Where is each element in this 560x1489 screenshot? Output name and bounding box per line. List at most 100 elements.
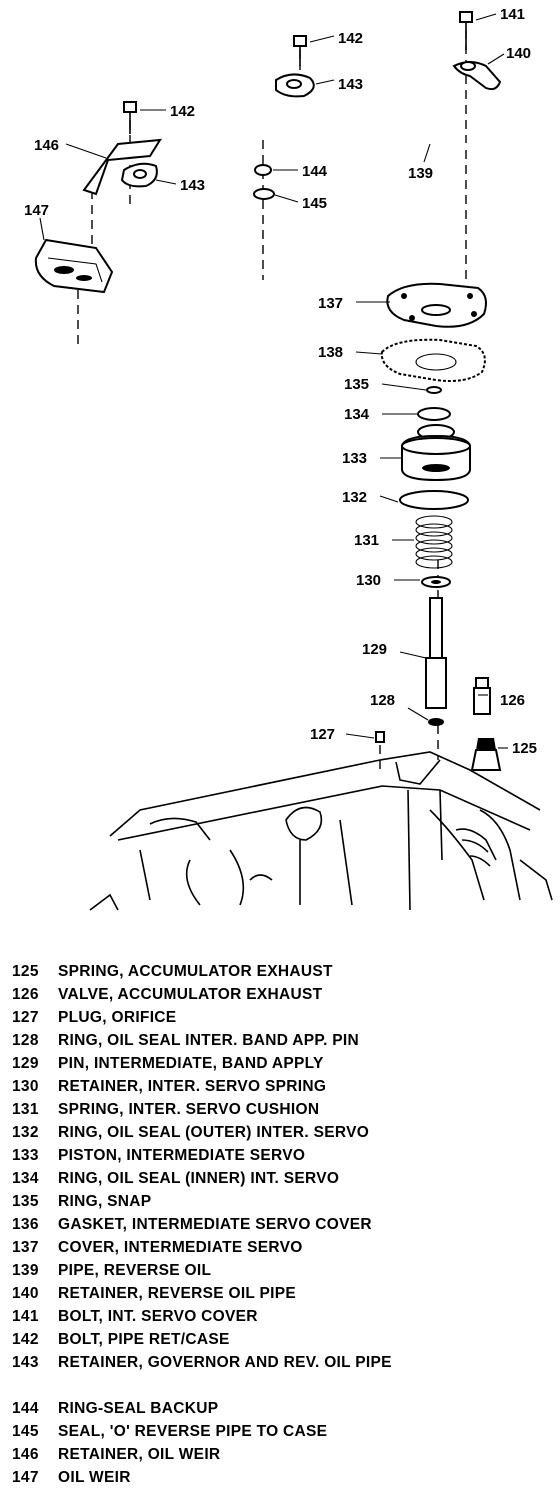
legend-item: 129 PIN, INTERMEDIATE, BAND APPLY	[12, 1052, 552, 1075]
callout-134: 134	[344, 406, 370, 423]
legend-num: 134	[12, 1170, 39, 1187]
legend-num: 141	[12, 1308, 39, 1325]
callout-139: 139	[408, 165, 433, 182]
cover-137	[356, 282, 487, 328]
legend-item: 134 RING, OIL SEAL (INNER) INT. SERVO	[12, 1167, 552, 1190]
legend-item: 141 BOLT, INT. SERVO COVER	[12, 1305, 552, 1328]
spring-125	[470, 738, 508, 771]
callout-143: 143	[338, 76, 363, 93]
transmission-case	[89, 751, 553, 911]
legend-item: 142 BOLT, PIPE RET/CASE	[12, 1328, 552, 1351]
legend-num: 127	[12, 1009, 39, 1026]
legend-desc: RING, OIL SEAL INTER. BAND APP. PIN	[58, 1032, 360, 1049]
snap-ring-135	[381, 383, 442, 394]
legend-num: 132	[12, 1124, 39, 1141]
legend-desc: RING, OIL SEAL (OUTER) INTER. SERVO	[58, 1124, 370, 1141]
legend-num: 142	[12, 1331, 39, 1348]
legend-desc: GASKET, INTERMEDIATE SERVO COVER	[58, 1216, 372, 1233]
legend-desc: PIPE, REVERSE OIL	[58, 1262, 212, 1279]
callout-133: 133	[342, 450, 367, 467]
legend-desc: RETAINER, INTER. SERVO SPRING	[58, 1078, 327, 1095]
legend-desc: SPRING, ACCUMULATOR EXHAUST	[58, 963, 333, 980]
seal-145	[253, 188, 299, 203]
retainer-143-left	[120, 162, 177, 188]
legend-num: 125	[12, 963, 39, 980]
callout-130: 130	[356, 572, 381, 589]
legend-num: 136	[12, 1216, 39, 1233]
legend-item: 137 COVER, INTERMEDIATE SERVO	[12, 1236, 552, 1259]
legend-desc: RING-SEAL BACKUP	[58, 1400, 219, 1417]
callout-141: 141	[500, 6, 525, 23]
legend-desc: RETAINER, REVERSE OIL PIPE	[58, 1285, 297, 1302]
legend-num: 147	[12, 1469, 39, 1486]
callout-146: 146	[34, 137, 59, 154]
legend-desc: OIL WEIR	[58, 1469, 131, 1486]
legend-desc: BOLT, INT. SERVO COVER	[58, 1308, 258, 1325]
legend-num: 135	[12, 1193, 39, 1210]
retainer-130	[394, 576, 451, 588]
callout-137: 137	[318, 295, 343, 312]
legend-desc: RING, OIL SEAL (INNER) INT. SERVO	[58, 1170, 340, 1187]
callout-147: 147	[24, 202, 49, 219]
legend-desc: RETAINER, OIL WEIR	[58, 1446, 221, 1463]
legend-item: 146 RETAINER, OIL WEIR	[12, 1443, 552, 1466]
legend-num: 133	[12, 1147, 39, 1164]
legend-num: 128	[12, 1032, 39, 1049]
legend-desc: BOLT, PIPE RET/CASE	[58, 1331, 230, 1348]
legend-desc: COVER, INTERMEDIATE SERVO	[58, 1239, 303, 1256]
callout-127: 127	[310, 726, 335, 743]
spring-131	[392, 515, 453, 569]
callout-132: 132	[342, 489, 367, 506]
callout-labels: 141 142 140 143 142 146 143 144 139 145 …	[24, 6, 537, 757]
valve-126	[473, 677, 491, 715]
plug-127	[345, 731, 385, 743]
ring-134	[382, 407, 451, 421]
legend-desc: RING, SNAP	[58, 1193, 152, 1210]
bolt-142-top	[293, 35, 335, 66]
callout-125: 125	[512, 740, 537, 757]
legend-item: 133 PISTON, INTERMEDIATE SERVO	[12, 1144, 552, 1167]
pipe-139	[260, 115, 508, 166]
legend-item: 130 RETAINER, INTER. SERVO SPRING	[12, 1075, 552, 1098]
callout-128: 128	[370, 692, 395, 709]
legend-desc: PISTON, INTERMEDIATE SERVO	[58, 1147, 306, 1164]
legend-num: 143	[12, 1354, 39, 1371]
legend-desc: SEAL, 'O' REVERSE PIPE TO CASE	[58, 1423, 328, 1440]
callout-135: 135	[344, 376, 369, 393]
legend-num: 137	[12, 1239, 39, 1256]
callout-144: 144	[302, 163, 328, 180]
piston-133	[380, 424, 471, 482]
retainer-143-top	[275, 73, 335, 98]
legend-item: 127 PLUG, ORIFICE	[12, 1006, 552, 1029]
legend-item: 132 RING, OIL SEAL (OUTER) INTER. SERVO	[12, 1121, 552, 1144]
callout-140: 140	[506, 45, 531, 62]
legend-num: 139	[12, 1262, 39, 1279]
ring-132	[379, 490, 469, 510]
legend-num: 129	[12, 1055, 39, 1072]
legend-num: 146	[12, 1446, 39, 1463]
callout-126: 126	[500, 692, 525, 709]
legend-num: 130	[12, 1078, 39, 1095]
callout-138: 138	[318, 344, 343, 361]
gasket-136	[355, 338, 486, 382]
callout-143: 143	[180, 177, 205, 194]
ring-128	[407, 707, 444, 726]
legend-desc: PLUG, ORIFICE	[58, 1009, 177, 1026]
exploded-parts-diagram: 141 142 140 143 142 146 143 144 139 145 …	[24, 6, 553, 911]
bolt-142-left	[123, 101, 166, 134]
pin-129	[399, 597, 447, 709]
legend-item: 135 RING, SNAP	[12, 1190, 552, 1213]
legend-desc: PIN, INTERMEDIATE, BAND APPLY	[58, 1055, 324, 1072]
callout-145: 145	[302, 195, 327, 212]
callout-131: 131	[354, 532, 379, 549]
callout-142: 142	[170, 103, 195, 120]
bolt-141	[459, 11, 497, 50]
legend-item: 125 SPRING, ACCUMULATOR EXHAUST	[12, 960, 552, 983]
legend-desc: SPRING, INTER. SERVO CUSHION	[58, 1101, 320, 1118]
